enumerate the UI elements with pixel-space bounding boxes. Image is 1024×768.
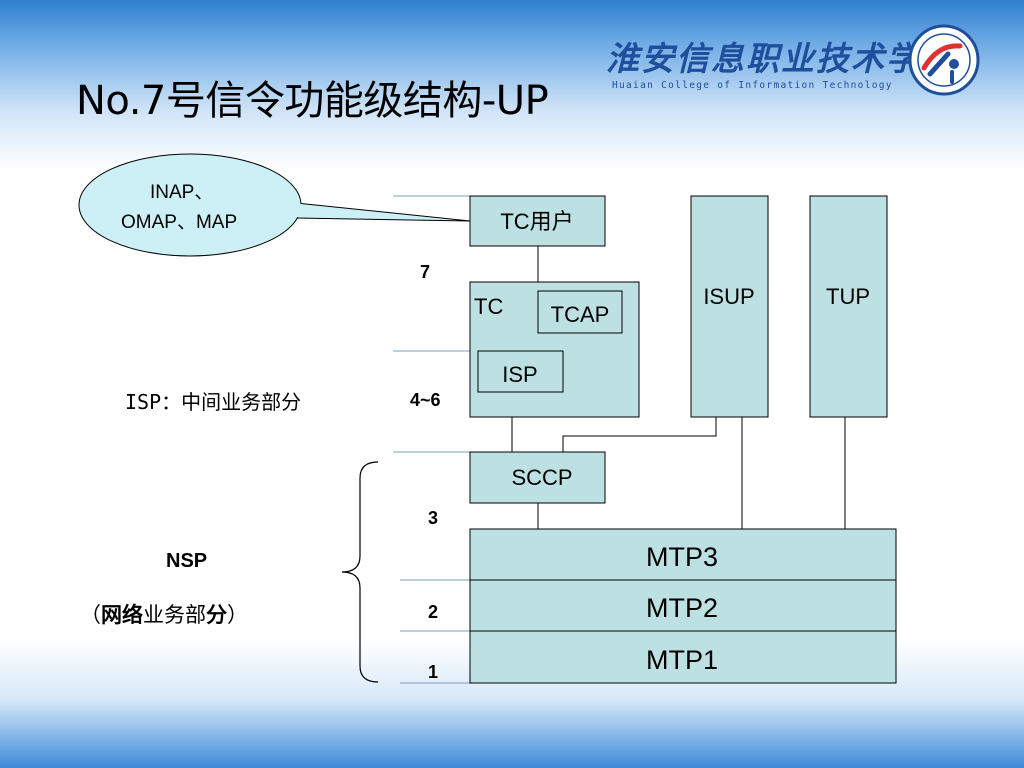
nsp-description: （网络业务部分） bbox=[80, 599, 248, 629]
mtp1-label: MTP1 bbox=[646, 645, 718, 675]
nsp-brace bbox=[341, 461, 379, 683]
college-name-chinese: 淮安信息职业技术学院 bbox=[606, 39, 956, 78]
sccp-box bbox=[469, 451, 606, 504]
layer-2-label: 2 bbox=[428, 602, 438, 622]
callout-line-2: OMAP、MAP bbox=[121, 212, 237, 233]
nsp-open-paren: （ bbox=[80, 603, 101, 627]
isup-label: ISUP bbox=[703, 284, 754, 309]
layer-7-label: 7 bbox=[420, 262, 430, 282]
mtp3-box bbox=[469, 528, 897, 581]
tup-box bbox=[809, 195, 888, 418]
layer-1-label: 1 bbox=[428, 662, 438, 682]
slide-title: No.7号信令功能级结构-UP bbox=[76, 78, 549, 124]
nsp-bold-2: 分 bbox=[206, 603, 227, 627]
tcap-label: TCAP bbox=[551, 302, 610, 327]
mtp2-box bbox=[469, 579, 897, 632]
tc-user-box bbox=[469, 195, 606, 247]
mtp1-box bbox=[469, 630, 897, 684]
tc-user-label: TC用户 bbox=[500, 209, 573, 234]
tcap-box bbox=[537, 290, 623, 334]
sccp-label: SCCP bbox=[511, 465, 572, 490]
isp-description: ISP：中间业务部分 bbox=[125, 390, 302, 414]
nsp-close-paren: ） bbox=[227, 603, 248, 627]
isup-box bbox=[690, 195, 769, 418]
tup-label: TUP bbox=[826, 284, 870, 309]
mtp3-label: MTP3 bbox=[646, 542, 718, 572]
layer-boundary-lines bbox=[393, 195, 470, 684]
nsp-label: NSP bbox=[166, 550, 208, 572]
mtp2-label: MTP2 bbox=[646, 593, 718, 623]
college-logo-icon bbox=[908, 24, 980, 96]
isp-label: ISP bbox=[502, 362, 537, 387]
isp-box bbox=[477, 350, 564, 393]
nsp-normal: 业务部 bbox=[143, 603, 206, 627]
layer-3-label: 3 bbox=[428, 508, 438, 528]
layer-4-6-label: 4~6 bbox=[410, 390, 441, 410]
nsp-bold-1: 网络 bbox=[101, 603, 143, 627]
tc-label: TC bbox=[474, 294, 503, 319]
callout-pointer bbox=[295, 202, 471, 222]
callout-bubble bbox=[78, 153, 302, 257]
callout-line-1: INAP、 bbox=[150, 182, 213, 203]
college-name-english: Huaian College of Information Technology bbox=[612, 80, 893, 91]
